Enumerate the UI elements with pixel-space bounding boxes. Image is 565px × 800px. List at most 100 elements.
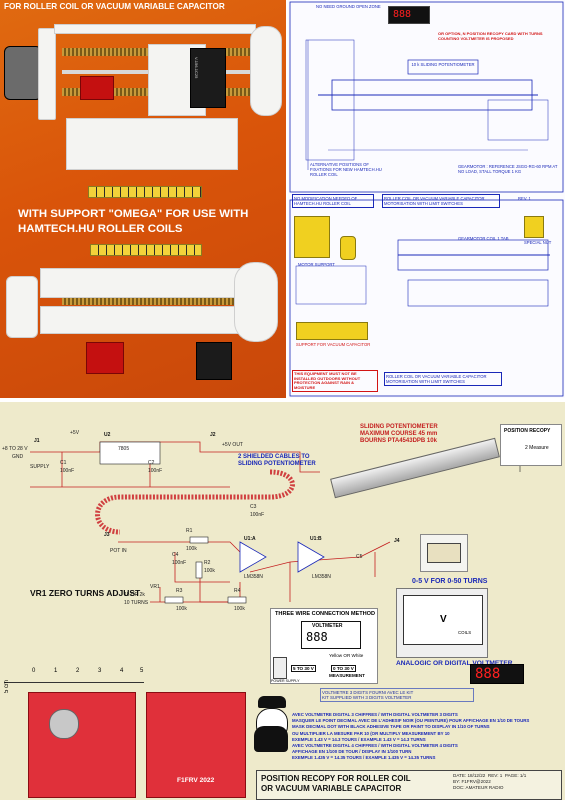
small-meter-face xyxy=(427,543,461,563)
j1-ref: J1 xyxy=(34,438,40,444)
r1-value: 100k xyxy=(186,546,197,552)
bottom-assembly xyxy=(0,258,286,398)
ruler-num-0: 0 xyxy=(32,668,36,674)
r4-value: 100k xyxy=(234,606,245,612)
voltmeter-kit-2: KIT SUPPLIED WITH 3 DIGITS VOLTMETER xyxy=(322,695,412,701)
meter-coils-label: COILS xyxy=(458,630,472,635)
j1-label: +8 TO 28 V xyxy=(2,446,28,452)
c4-value: 100nF xyxy=(172,560,187,566)
u2-ref: U2 xyxy=(104,432,111,438)
bottom-frame xyxy=(40,268,242,298)
gearmotor-note: GEARMOTOR : REFERENCE JSGG-RG-60 RPM AT … xyxy=(458,164,558,174)
special-nut-label: SPECIAL NUT xyxy=(524,240,552,245)
c1-value: 100nF xyxy=(60,468,75,474)
doc-label: DOC: xyxy=(453,785,465,790)
ruler-num-3: 3 xyxy=(98,668,102,674)
final-title-2: OR VACUUM VARIABLE CAPACITOR xyxy=(261,784,402,793)
analog-voltmeter: V COILS xyxy=(396,588,488,658)
power-supply-label: POWER SUPPLY xyxy=(271,679,300,683)
limit-switch-left xyxy=(80,76,114,100)
voltmeter-kit-1: VOLTMETRE 3 DIGITS FOURNI AVEC LE KIT xyxy=(322,690,414,695)
vacuum-support-left xyxy=(6,276,38,338)
c4-ref: C4 xyxy=(172,552,179,558)
position-recopy-box: POSITION RECOPY 2 Measure xyxy=(500,424,562,466)
ruler-num-2: 2 xyxy=(76,668,80,674)
photo-caption-middle-2: HAMTECH.HU ROLLER COILS xyxy=(18,223,183,235)
gear-motor xyxy=(4,46,42,100)
alt-positions: ALTERNATIVE POSITIONS OF FIXATIONS FOR N… xyxy=(310,162,382,177)
pot-label: 10 k SLIDING POTENTIOMETER xyxy=(411,62,475,67)
title-block-meta: DATE: 18/12/22 REV: 1 PAGE: 1/1 BY: F1FR… xyxy=(453,773,559,791)
volt-range-label: 0-5 V FOR 0-50 TURNS xyxy=(412,578,488,585)
rev-value: 1 xyxy=(499,773,503,778)
ruler-bottom xyxy=(90,244,202,256)
ruler-num-5: 5 xyxy=(140,668,144,674)
pot-title-2: MAXIMUM COURSE 45 mm xyxy=(360,431,438,437)
ruler-top xyxy=(88,186,202,198)
switch-text: V-156-1C25 xyxy=(194,57,199,79)
limit-switch-right: V-156-1C25 xyxy=(190,48,226,108)
c2-ref: C2 xyxy=(148,460,155,466)
j3-label: POT IN xyxy=(110,548,127,554)
small-analog-meter xyxy=(420,534,468,572)
motor-plate-yellow xyxy=(294,216,330,258)
support-vacuum-label: SUPPORT FOR VACUUM CAPACITOR xyxy=(296,342,371,347)
ruler-num-1: 1 xyxy=(54,668,58,674)
drawing-rev: REV. 1 xyxy=(518,196,531,201)
doc-value: AMATEUR RADIO xyxy=(465,785,504,790)
schematic-panel: J1 +8 TO 28 V GND SUPPLY C1 100nF U2 780… xyxy=(0,402,565,800)
by-value: F1FRV@2022 xyxy=(461,779,491,784)
r2-ref: R2 xyxy=(204,560,211,566)
j1-gnd: GND xyxy=(12,454,24,460)
rev-label: REV: xyxy=(487,773,499,778)
digital-voltmeter: 888 xyxy=(470,664,524,684)
r2-value: 100k xyxy=(204,568,215,574)
special-nut-yellow xyxy=(340,236,356,260)
note-line-3: MASK DECIMAL DOT WITH BLACK ADHESIVE TAP… xyxy=(292,724,490,730)
drawing-title-block-top: ROLLER COIL OR VACUUM VARIABLE CAPACITOR… xyxy=(382,194,500,208)
note-line-7: AFFICHAGE EN 1/100 DE TOUR / DISPLAY IN … xyxy=(292,749,412,755)
top-assembly: V-156-1C25 xyxy=(0,18,286,188)
date-label: DATE: xyxy=(453,773,467,778)
bottom-limit-switch-right xyxy=(196,342,232,380)
date-value: 18/12/22 xyxy=(467,773,486,778)
gearmotor-ref: GEARMOTOR COIL 1 TAB xyxy=(458,236,509,241)
r3-ref: R3 xyxy=(176,588,183,594)
meter-v-label: V xyxy=(440,614,447,625)
warning-note: THIS EQUIPMENT MUST NOT BE INSTALLED OUT… xyxy=(292,370,378,393)
photo-caption-middle-1: WITH SUPPORT "OMEGA" FOR USE WITH xyxy=(18,208,249,220)
final-title-1: POSITION RECOPY FOR ROLLER COIL xyxy=(261,774,411,783)
note-line-5: EXEMPLE 1.43 V = 14.3 TOURS / EXAMPLE 1.… xyxy=(292,736,426,742)
pcb-trimmer xyxy=(49,709,79,739)
j2-ref: J2 xyxy=(210,432,216,438)
ruler-unit: 5 cm xyxy=(4,680,10,694)
drawing-title-4: MOTORISATION WITH LIMIT SWITCHES xyxy=(386,379,465,384)
drawing-title-1: ROLLER COIL OR VACUUM VARIABLE CAPACITOR xyxy=(384,196,485,201)
gear-wheel xyxy=(250,26,282,116)
c1-ref: C1 xyxy=(60,460,67,466)
zero-adjust-label: VR1 ZERO TURNS ADJUST xyxy=(30,588,141,598)
pot-title-3: BOURNS PTA4543DPB 10k xyxy=(360,438,437,444)
c5-ref: C5 xyxy=(356,554,363,560)
power-supply-box xyxy=(273,657,287,679)
zero-to-30-label: 0 TO 30 V xyxy=(331,665,356,672)
nut-yellow-right xyxy=(524,216,544,238)
c3-ref: C3 xyxy=(250,504,257,510)
three-wire-box: THREE WIRE CONNECTION METHOD VOLTMETER 8… xyxy=(270,608,378,684)
ruler-num-4: 4 xyxy=(120,668,124,674)
yellow-white-label: Yellow OR White xyxy=(329,653,364,658)
j2-label: +5V OUT xyxy=(222,442,243,448)
no-modification-note: NO MODIFICATION NEEDED OF HAMTECH.HU ROL… xyxy=(292,194,374,208)
by-label: BY: xyxy=(453,779,461,784)
analog-digital-label: ANALOGIC OR DIGITAL VOLTMETER xyxy=(396,660,513,667)
five-to-30-label: 5 TO 30 V xyxy=(291,665,316,672)
u1a-ref: U1:A xyxy=(244,536,256,542)
pot-title-block: SLIDING POTENTIOMETER MAXIMUM COURSE 45 … xyxy=(360,424,438,445)
top-rail xyxy=(54,24,256,34)
voltmeter-display: 888 xyxy=(388,6,430,24)
pot-title-1: SLIDING POTENTIOMETER xyxy=(360,424,438,430)
c2-value: 100nF xyxy=(148,468,163,474)
note-line-1: AVEC VOLTMETRE DIGITAL 3 CHIFFRES / WITH… xyxy=(292,712,458,717)
photo-panel: FOR ROLLER COIL OR VACUUM VARIABLE CAPAC… xyxy=(0,0,286,398)
drawing-title-2: MOTORISATION WITH LIMIT SWITCHES xyxy=(384,201,463,206)
